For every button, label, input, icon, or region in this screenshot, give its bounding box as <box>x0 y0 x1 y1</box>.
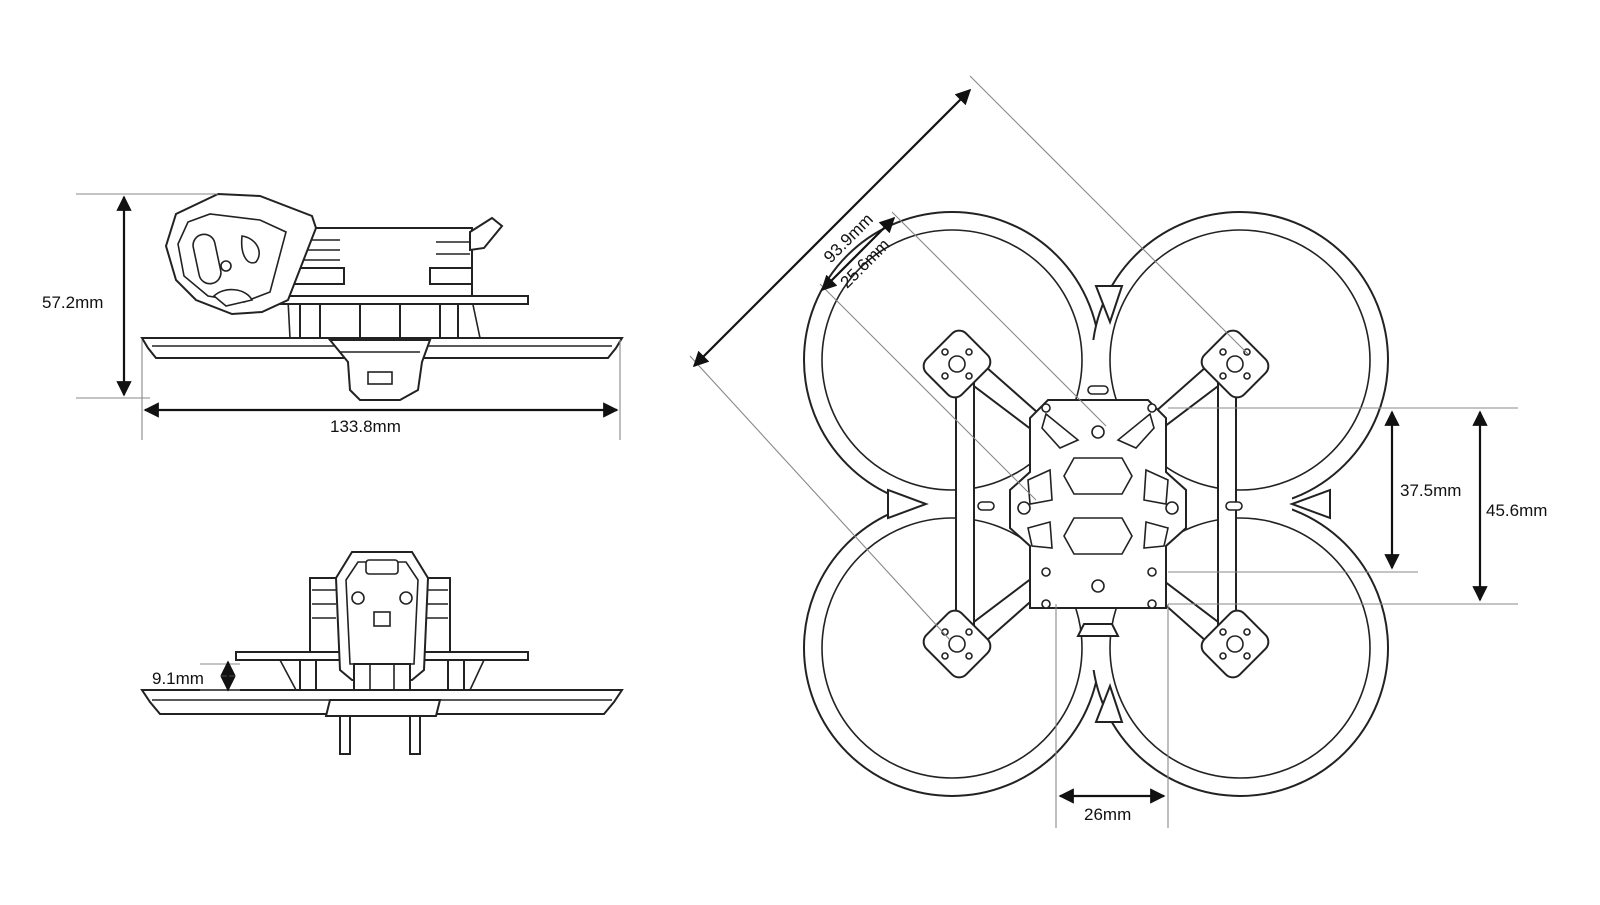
side-height-label: 57.2mm <box>42 293 103 312</box>
side-view-antenna <box>469 216 504 252</box>
front-clearance-label: 9.1mm <box>152 669 204 688</box>
front-view: 9.1mm <box>140 551 624 755</box>
side-view-camera-mount <box>164 192 318 316</box>
top-view-center-plate <box>977 385 1243 637</box>
top-mount-inner-label: 37.5mm <box>1400 481 1461 500</box>
motor-mount-top-right <box>1200 329 1270 399</box>
motor-mount-bottom-right <box>1200 609 1270 679</box>
top-mount-outer-label: 45.6mm <box>1486 501 1547 520</box>
top-mount-width-label: 26mm <box>1084 805 1131 824</box>
side-length-label: 133.8mm <box>330 417 401 436</box>
side-view: 57.2mm 133.8mm <box>42 192 624 440</box>
side-standoff-left <box>299 299 321 339</box>
side-view-bottom-mount <box>327 339 432 401</box>
top-stack-diagonal-dimension-line <box>820 216 896 292</box>
side-standoff-right <box>439 299 459 339</box>
side-center-stack <box>359 299 401 339</box>
top-view: 93.9mm 25.6mm 37.5mm 45.6mm 26mm <box>689 75 1547 828</box>
